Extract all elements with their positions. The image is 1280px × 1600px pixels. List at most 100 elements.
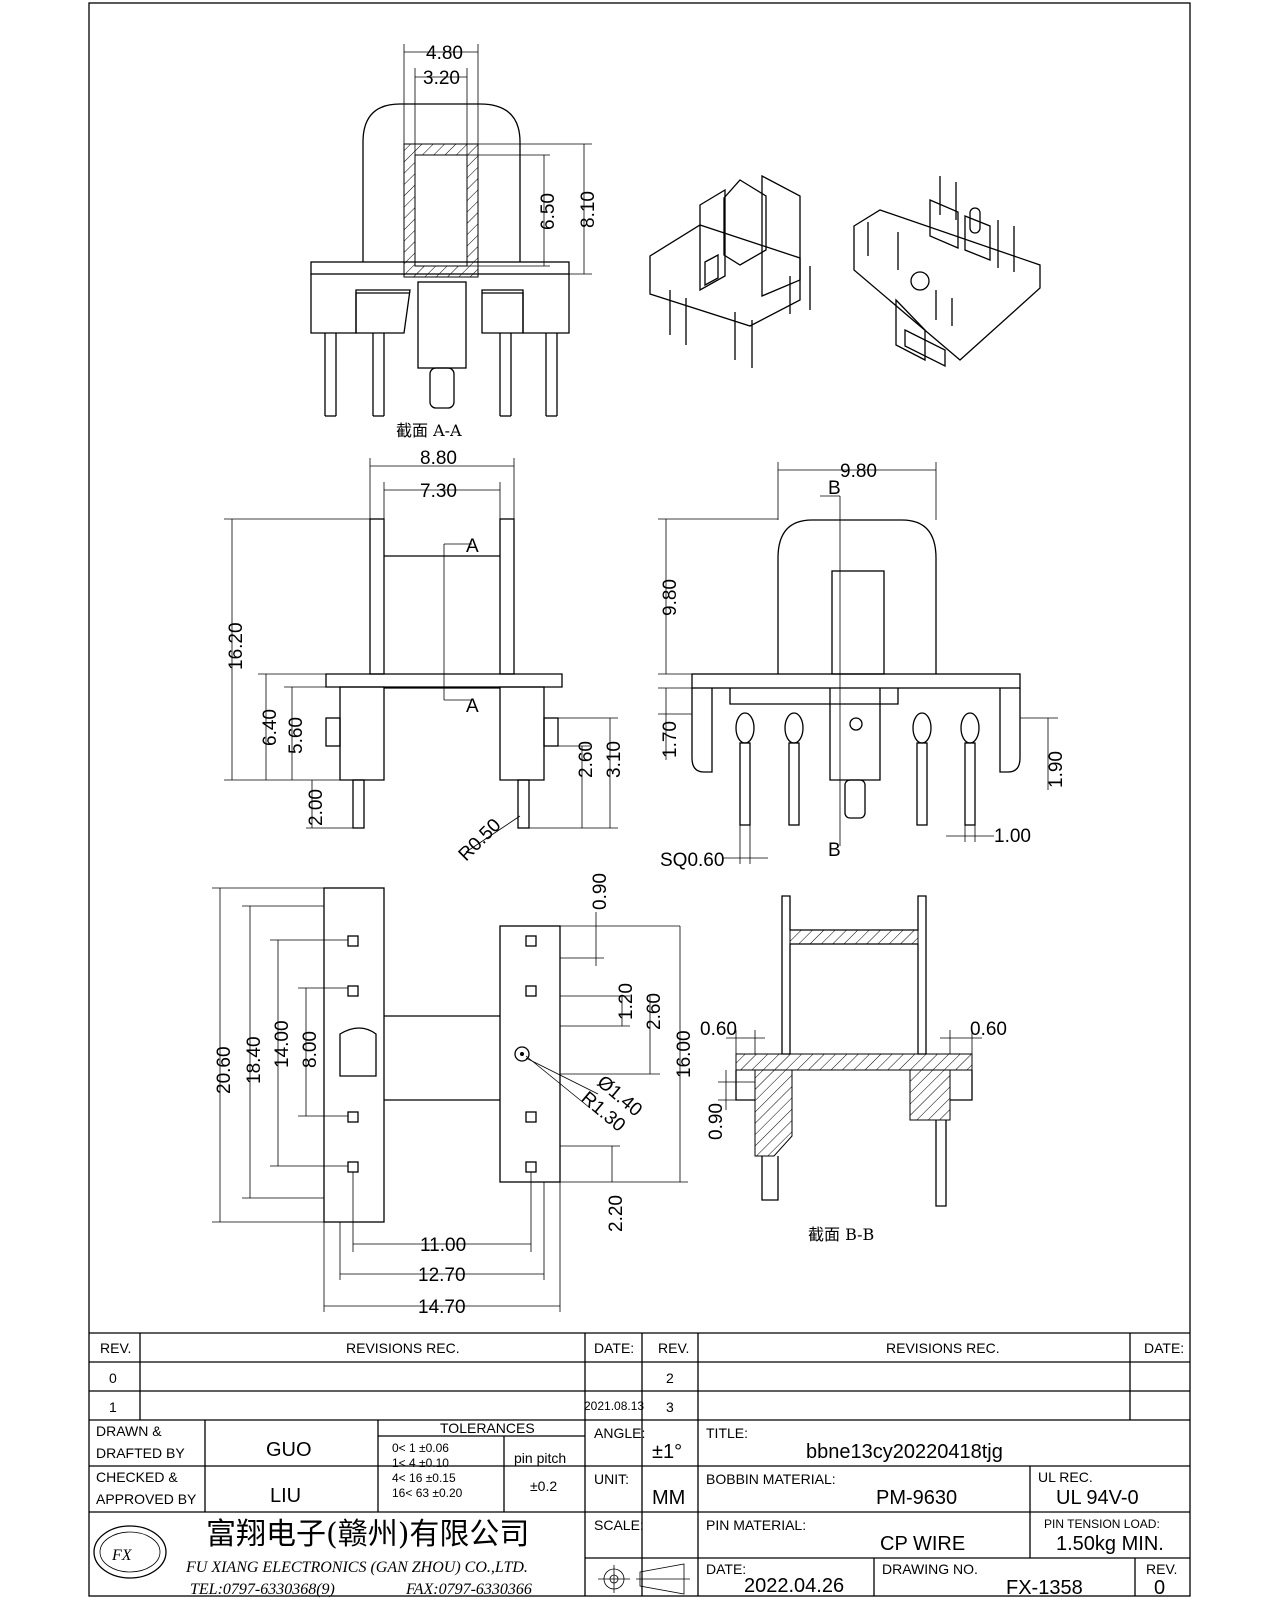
rev-right-header-rec: REVISIONS REC. — [886, 1340, 1000, 1356]
title-label: TITLE: — [706, 1425, 748, 1441]
section-bb-caption: 截面 B-B — [808, 1225, 874, 1244]
pin-pitch-label: pin pitch — [514, 1450, 566, 1466]
ul-label: UL REC. — [1038, 1469, 1093, 1485]
dim-bb-lower: 0.90 — [706, 1103, 727, 1140]
rev-right-header-date: DATE: — [1144, 1340, 1184, 1356]
checked-label: CHECKED &APPROVED BY — [96, 1469, 197, 1507]
rev-left-row-0: 0 — [109, 1370, 117, 1386]
scale-label: SCALE: — [594, 1517, 644, 1533]
dim-side-width: 9.80 — [840, 461, 877, 482]
title-value: bbne13cy20220418tjg — [806, 1441, 1003, 1463]
front-view: A A 8.80 7.30 16.20 6.40 5.60 2.00 2.60 … — [224, 448, 625, 866]
dim-bottom-w2: 12.70 — [418, 1265, 466, 1286]
angle-value: ±1° — [652, 1441, 682, 1463]
tolerance-row-0: 0< 1 ±0.06 — [392, 1441, 449, 1455]
section-aa-view: 4.80 3.20 6.50 8.10 截面 A-A — [310, 43, 599, 440]
projection-symbol — [598, 1563, 690, 1595]
dim-aa-inner-width: 3.20 — [423, 68, 460, 89]
dim-side-d2: 1.90 — [1046, 751, 1067, 788]
dim-front-pin-h1: 6.40 — [260, 709, 281, 746]
side-section-mark-bottom: B — [828, 840, 841, 861]
section-bb-view: 0.60 0.60 0.90 截面 B-B — [700, 895, 1007, 1244]
section-aa-caption: 截面 A-A — [396, 421, 462, 440]
company-name-cn: 富翔电子(赣州)有限公司 — [206, 1517, 529, 1552]
front-section-mark-top: A — [466, 536, 479, 557]
unit-value: MM — [652, 1487, 685, 1509]
tolerance-row-3: 16< 63 ±0.20 — [392, 1486, 463, 1500]
dim-aa-inner-height: 6.50 — [538, 193, 559, 230]
dim-bottom-r5: 2.20 — [606, 1195, 627, 1232]
dim-bottom-w3: 14.70 — [418, 1297, 466, 1318]
rev-left-header-rec: REVISIONS REC. — [346, 1340, 460, 1356]
dim-side-pin-sq: SQ0.60 — [660, 850, 724, 871]
dim-bottom-h3: 14.00 — [272, 1020, 293, 1068]
company-tel: TEL:0797-6330368(9) — [190, 1581, 335, 1598]
dim-side-pin-pitch: 1.00 — [994, 826, 1031, 847]
dim-aa-outer-width: 4.80 — [426, 43, 463, 64]
ul-value: UL 94V-0 — [1056, 1487, 1139, 1509]
rev-left-row-1-date: 2021.08.13 — [584, 1399, 644, 1413]
dim-bottom-h1: 20.60 — [214, 1046, 235, 1094]
dim-front-width-outer: 8.80 — [420, 448, 457, 469]
tolerance-row-1: 1< 4 ±0.10 — [392, 1456, 449, 1470]
dim-bottom-h4: 8.00 — [300, 1031, 321, 1068]
tolerance-row-2: 4< 16 ±0.15 — [392, 1471, 456, 1485]
dim-front-height: 16.20 — [226, 622, 247, 670]
dim-bottom-r2: 1.20 — [616, 983, 637, 1020]
rev-value: 0 — [1154, 1577, 1165, 1599]
company-name-en: FU XIANG ELECTRONICS (GAN ZHOU) CO.,LTD. — [185, 1559, 528, 1576]
side-section-mark-top: B — [828, 478, 841, 499]
dim-bottom-r4: 16.00 — [674, 1030, 695, 1078]
rev-left-row-1: 1 — [109, 1399, 117, 1415]
dim-side-d1: 1.70 — [660, 721, 681, 758]
dim-aa-outer-height: 8.10 — [578, 191, 599, 228]
rev-right-header-rev: REV. — [658, 1340, 689, 1356]
drawn-by: GUO — [266, 1439, 312, 1461]
bobbin-material: PM-9630 — [876, 1487, 957, 1509]
front-section-mark-bottom: A — [466, 696, 479, 717]
sheet-border — [88, 2, 1191, 1597]
drawn-label: DRAWN &DRAFTED BY — [96, 1423, 185, 1461]
dim-bottom-r1: 0.90 — [590, 873, 611, 910]
rev-left-header-rev: REV. — [100, 1340, 131, 1356]
dim-bottom-h2: 18.40 — [244, 1036, 265, 1084]
bobbin-material-label: BOBBIN MATERIAL: — [706, 1471, 836, 1487]
pin-pitch-value: ±0.2 — [530, 1478, 557, 1494]
rev-right-row-0: 2 — [666, 1370, 674, 1386]
rev-label: REV. — [1146, 1561, 1177, 1577]
drawing-no: FX-1358 — [1006, 1577, 1083, 1599]
logo-text: FX — [111, 1547, 133, 1564]
checked-by: LIU — [270, 1485, 301, 1507]
dim-bb-left: 0.60 — [700, 1019, 737, 1040]
isometric-view-left — [649, 174, 811, 368]
dim-front-d2: 3.10 — [604, 741, 625, 778]
pin-material: CP WIRE — [880, 1533, 965, 1555]
bottom-view: 20.60 18.40 14.00 8.00 11.00 12.70 14.70… — [212, 873, 695, 1318]
dim-bottom-w1: 11.00 — [420, 1235, 466, 1256]
angle-label: ANGLE: — [594, 1425, 645, 1441]
rev-left-header-date: DATE: — [594, 1340, 634, 1356]
company-logo: FX — [93, 1525, 167, 1579]
date-label: DATE: — [706, 1561, 746, 1577]
company-fax: FAX:0797-6330366 — [405, 1581, 532, 1598]
pin-tension: 1.50kg MIN. — [1056, 1533, 1164, 1555]
unit-label: UNIT: — [594, 1471, 629, 1487]
side-view: B B 9.80 9.80 1.70 1.90 1.00 SQ0.60 — [658, 461, 1067, 871]
rev-right-row-1: 3 — [666, 1399, 674, 1415]
dim-side-height: 9.80 — [660, 579, 681, 616]
pin-material-label: PIN MATERIAL: — [706, 1517, 806, 1533]
dim-front-radius: R0.50 — [455, 815, 506, 866]
dim-front-d1: 2.60 — [576, 741, 597, 778]
tolerances-title: TOLERANCES — [440, 1420, 535, 1436]
dim-bb-right: 0.60 — [970, 1019, 1007, 1040]
dim-front-pin-len: 2.00 — [306, 789, 327, 826]
date-value: 2022.04.26 — [744, 1575, 844, 1597]
title-block: REV. REVISIONS REC. DATE: REV. REVISIONS… — [89, 1332, 1190, 1599]
isometric-view-right — [853, 176, 1041, 368]
drawing-no-label: DRAWING NO. — [882, 1561, 978, 1577]
dim-front-width-inner: 7.30 — [420, 481, 457, 502]
dim-bottom-r3: 2.60 — [644, 993, 665, 1030]
dim-front-pin-h2: 5.60 — [286, 717, 307, 754]
pin-tension-label: PIN TENSION LOAD: — [1044, 1517, 1160, 1531]
